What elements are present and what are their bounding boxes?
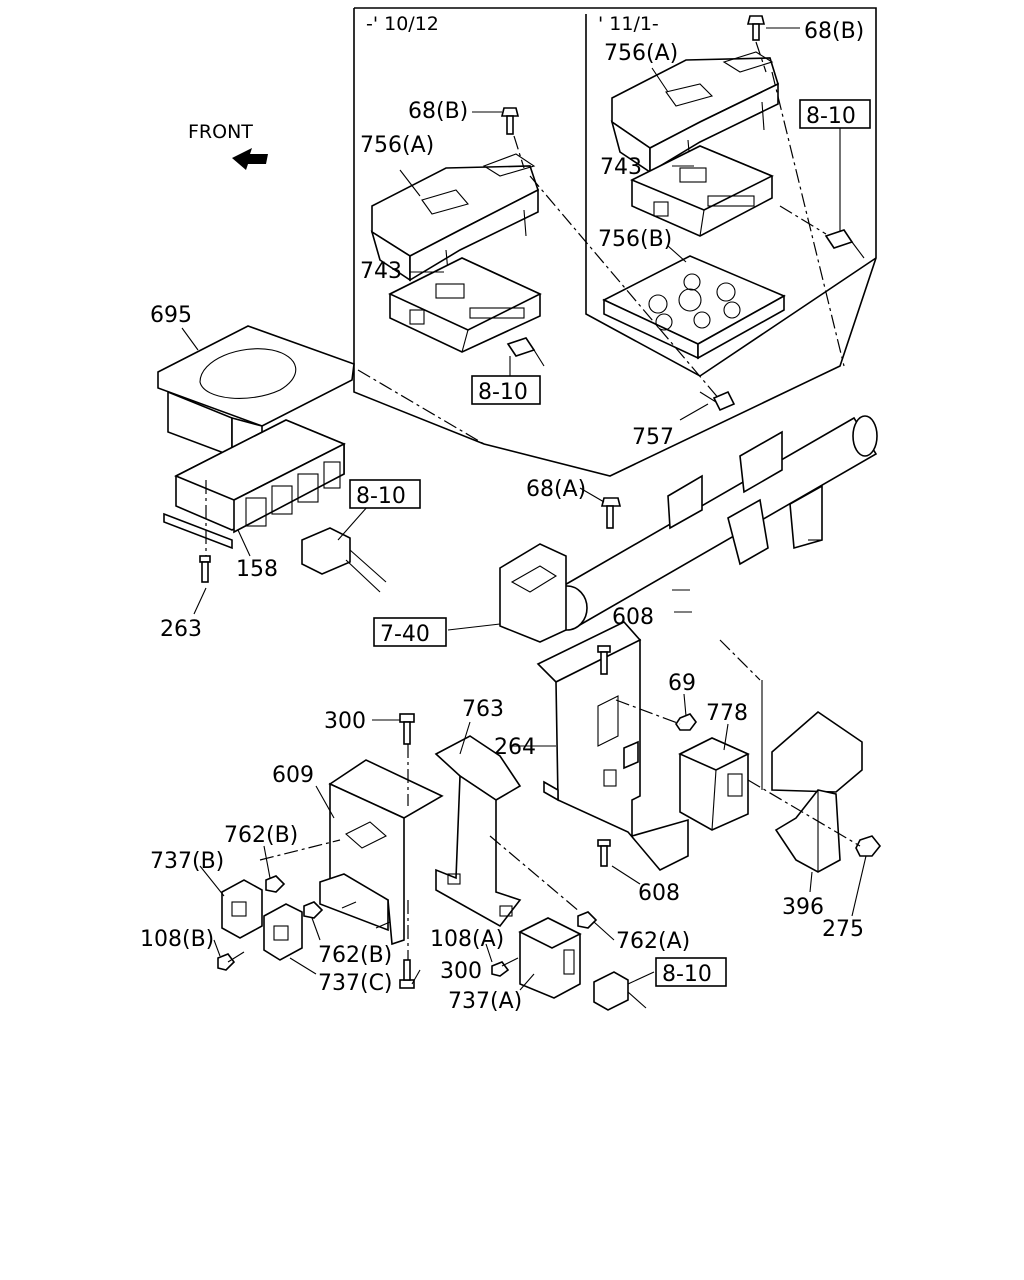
switch-737a	[518, 917, 582, 999]
clip-762b-top	[265, 875, 286, 893]
bolt-608-bottom	[597, 839, 611, 867]
ref-box-3-label: 8-10	[356, 484, 406, 509]
beam-studs	[672, 539, 822, 613]
bracket-264-leaders	[512, 639, 867, 917]
part-label-762a: 762(A)	[616, 929, 690, 954]
part-label-300-top: 300	[324, 709, 366, 734]
part-label-608-bottom: 608	[638, 881, 680, 906]
inset-label-late: ' 11/1-	[598, 13, 659, 35]
inset-label-early: -' 10/12	[366, 13, 439, 35]
switch-737c	[263, 903, 303, 961]
part-label-737c: 737(C)	[318, 971, 393, 996]
bolt-68b-left	[500, 107, 520, 135]
bolt-757	[699, 390, 736, 412]
inset-frames	[353, 7, 877, 477]
part-label-762b-top: 762(B)	[224, 823, 298, 848]
bolt-300-top	[399, 713, 415, 745]
bolt-608-top	[597, 645, 611, 675]
part-label-737b: 737(B)	[150, 849, 224, 874]
front-arrow-icon	[232, 148, 268, 170]
relay-778	[678, 737, 750, 831]
part-label-68a: 68(A)	[526, 477, 586, 502]
left-inset-leaders	[399, 71, 845, 401]
ecu-leaders	[181, 327, 485, 615]
ref-box-5-label: 7-40	[380, 622, 430, 647]
part-label-263: 263	[160, 617, 202, 642]
part-label-743-left: 743	[360, 259, 402, 284]
connector-737a	[593, 971, 647, 1011]
part-label-763: 763	[462, 697, 504, 722]
ref-box-2: 8-10	[471, 375, 541, 405]
right-inset-leaders	[651, 27, 841, 263]
part-label-762b-bottom: 762(B)	[318, 943, 392, 968]
tray-756b-right	[602, 255, 786, 360]
bracket-756a-left	[370, 153, 539, 282]
connector-158	[301, 527, 387, 593]
part-label-756a-right: 756(A)	[604, 41, 678, 66]
clip-762b-bottom	[303, 901, 324, 919]
ref-box-4: 8-10	[655, 957, 727, 987]
part-label-158: 158	[236, 557, 278, 582]
connector-right-inset	[824, 229, 865, 259]
part-label-264: 264	[494, 735, 536, 760]
bolt-68b-right	[746, 15, 766, 41]
part-label-108b: 108(B)	[140, 927, 214, 952]
part-label-68b-left: 68(B)	[408, 99, 468, 124]
part-label-757: 757	[632, 425, 674, 450]
front-label: FRONT	[188, 121, 253, 143]
bracket-609	[319, 759, 444, 946]
part-label-778: 778	[706, 701, 748, 726]
part-label-737a: 737(A)	[448, 989, 522, 1014]
switch-737b	[221, 879, 263, 939]
ref-box-3: 8-10	[349, 479, 421, 509]
bracket-396	[771, 710, 863, 873]
part-label-300-bottom: 300	[440, 959, 482, 984]
control-unit-743-left	[388, 257, 542, 353]
part-label-108a: 108(A)	[430, 927, 504, 952]
ref-box-4-label: 8-10	[662, 962, 712, 987]
part-label-275: 275	[822, 917, 864, 942]
bolt-263	[199, 555, 211, 583]
bracket-695	[157, 325, 355, 458]
bracket-763	[434, 735, 522, 928]
part-label-608-top: 608	[612, 605, 654, 630]
lower-leaders	[199, 719, 655, 991]
part-label-756b-right: 756(B)	[598, 227, 672, 252]
bracket-264	[536, 621, 689, 871]
nut-69	[675, 713, 697, 731]
part-label-68b-right: 68(B)	[804, 19, 864, 44]
part-label-695: 695	[150, 303, 192, 328]
ref-box-5: 7-40	[373, 617, 447, 647]
connector-left-inset	[506, 337, 545, 367]
part-label-396: 396	[782, 895, 824, 920]
part-label-609: 609	[272, 763, 314, 788]
bolt-300-bottom	[399, 959, 415, 989]
ref-box-1: 8-10	[799, 99, 871, 129]
part-label-69: 69	[668, 671, 696, 696]
ecu-158	[163, 419, 346, 550]
cross-beam	[499, 415, 878, 643]
part-label-743-right: 743	[600, 155, 642, 180]
part-label-756a-left: 756(A)	[360, 133, 434, 158]
nut-275	[855, 835, 882, 857]
control-unit-743-right	[630, 145, 774, 237]
screws-108	[217, 901, 519, 977]
clip-762a	[577, 911, 598, 929]
ref-box-2-label: 8-10	[478, 380, 528, 405]
ref-box-1-label: 8-10	[806, 104, 856, 129]
beam-leaders	[447, 403, 709, 631]
bolt-68a	[600, 497, 622, 529]
bracket-756a-right	[610, 51, 779, 174]
